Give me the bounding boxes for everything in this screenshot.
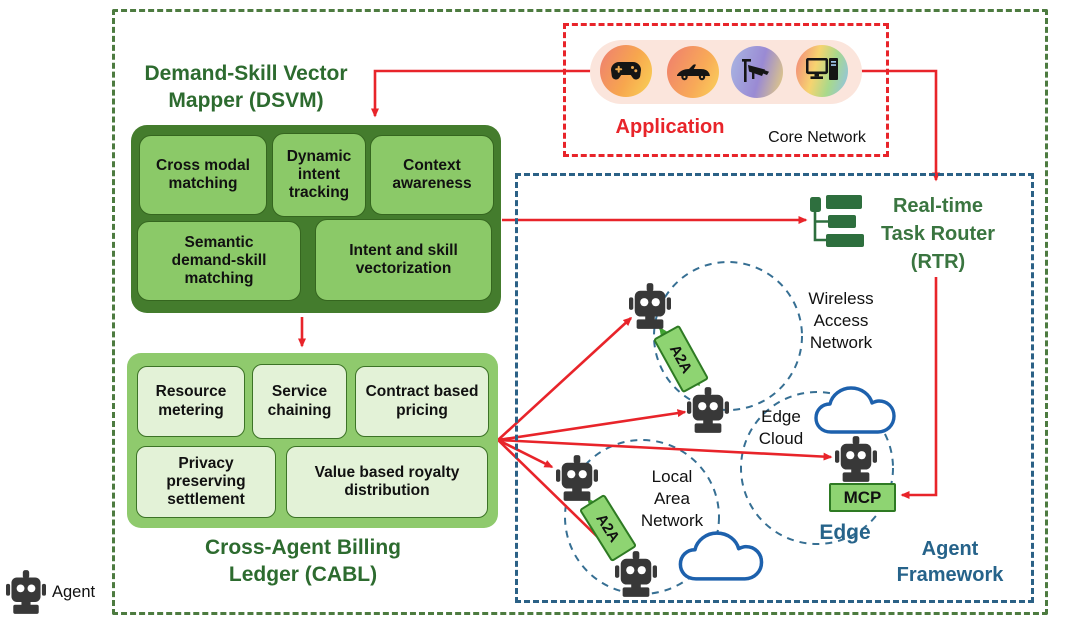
arrow-cabl-to-agent2 bbox=[497, 409, 687, 442]
application-box: Application Core Network bbox=[563, 23, 889, 157]
dsvm-module: Intent and skill vectorization bbox=[315, 219, 492, 301]
arrow-application-to-dsvm bbox=[371, 69, 592, 118]
application-service bbox=[600, 45, 652, 97]
edge-cloud-circle bbox=[740, 391, 894, 545]
agent-legend-label: Agent bbox=[52, 583, 96, 601]
agent-robot-icon bbox=[6, 570, 46, 614]
application-service bbox=[667, 46, 719, 98]
car-icon bbox=[677, 63, 710, 80]
wireless-access-network-label: Wireless Access Network bbox=[808, 289, 874, 353]
dsvm-title: Demand-Skill Vector Mapper (DSVM) bbox=[144, 62, 348, 113]
surveillance-camera-icon bbox=[742, 58, 769, 82]
edge-cloud-label: Edge Cloud bbox=[758, 407, 804, 449]
cabl-module: Value based royalty distribution bbox=[286, 446, 488, 518]
agent-framework-label: Agent Framework bbox=[896, 538, 1004, 586]
dsvm-module: Context awareness bbox=[370, 135, 494, 215]
arrow-cabl-to-agent3 bbox=[497, 438, 833, 461]
agent-framework-boundary bbox=[515, 173, 1034, 603]
dsvm-module: Dynamic intent tracking bbox=[272, 133, 366, 217]
gamepad-icon bbox=[611, 61, 641, 79]
application-icons-pill bbox=[590, 40, 862, 104]
arrow-rtr-to-mcp bbox=[900, 277, 938, 499]
desktop-computer-icon bbox=[806, 58, 838, 80]
arrow-cabl-to-agent1 bbox=[497, 316, 633, 441]
arrow-cabl-to-agent4 bbox=[497, 438, 554, 469]
cabl-box: Resource metering Service chaining Contr… bbox=[127, 353, 498, 528]
cabl-module: Service chaining bbox=[252, 364, 347, 439]
task-router-tree-icon bbox=[810, 195, 864, 247]
rtr-label: Real-time Task Router (RTR) bbox=[880, 195, 996, 273]
mcp-protocol-badge: MCP bbox=[829, 483, 896, 512]
arrow-application-to-agent-framework bbox=[858, 69, 940, 182]
core-network-label: Core Network bbox=[768, 129, 866, 146]
cabl-module: Resource metering bbox=[137, 366, 245, 437]
application-service bbox=[731, 46, 783, 98]
cabl-module: Privacy preserving settlement bbox=[136, 446, 276, 518]
application-label: Application bbox=[615, 116, 725, 138]
cabl-title: Cross-Agent Billing Ledger (CABL) bbox=[204, 536, 401, 587]
dsvm-module: Semantic demand-skill matching bbox=[137, 221, 301, 301]
dsvm-module: Cross modal matching bbox=[139, 135, 267, 215]
wireless-access-network-circle bbox=[653, 261, 803, 411]
application-service bbox=[796, 45, 848, 97]
cabl-module: Contract based pricing bbox=[355, 366, 489, 437]
edge-label: Edge bbox=[819, 521, 871, 544]
local-area-network-label: Local Area Network bbox=[640, 467, 704, 531]
dsvm-box: Cross modal matching Dynamic intent trac… bbox=[131, 125, 501, 313]
system-boundary bbox=[112, 9, 1048, 615]
